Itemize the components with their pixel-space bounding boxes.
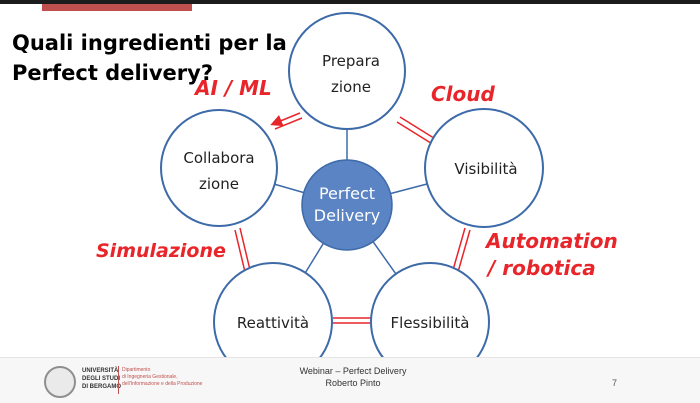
department-name: Dipartimento di Ingegneria Gestionale, d… (122, 367, 202, 388)
webinar-title: Webinar – Perfect Delivery (299, 366, 407, 376)
center-line-2: Delivery (314, 206, 380, 225)
connector-preparazione-visibilita (396, 116, 438, 146)
node-preparazione-line-1: Prepara (322, 52, 380, 70)
connector-flessibilita-reattivita (333, 317, 372, 324)
slide-title: Quali ingredienti per la Perfect deliver… (12, 28, 302, 88)
department-line-2: di Ingegneria Gestionale, (122, 374, 178, 380)
enabler-connectors (234, 112, 471, 324)
node-preparazione-line-2: zione (331, 78, 371, 96)
slide-footer: UNIVERSITÀ DEGLI STUDI DI BERGAMO Dipart… (0, 357, 700, 403)
node-collaborazione: Collabora zione (160, 109, 278, 227)
node-flessibilita: Flessibilità (370, 262, 490, 382)
top-bar (0, 0, 700, 4)
title-accent-bar (42, 4, 192, 11)
node-visibilita: Visibilità (424, 108, 544, 228)
slide-title-line-2: Perfect delivery? (12, 61, 213, 85)
connector-collaborazione-preparazione (270, 112, 303, 130)
university-name-line-1: UNIVERSITÀ (82, 368, 119, 374)
node-flessibilita-label: Flessibilità (391, 314, 470, 332)
node-visibilita-label: Visibilità (454, 160, 517, 178)
department-line-1: Dipartimento (122, 367, 151, 373)
enabler-ai-ml: AI / ML (195, 76, 272, 100)
university-seal-icon (44, 366, 76, 398)
department-line-3: dell'Informazione e della Produzione (122, 381, 203, 387)
enabler-cloud: Cloud (431, 82, 495, 106)
node-preparazione: Prepara zione (288, 12, 406, 130)
slide-title-line-1: Quali ingredienti per la (12, 31, 287, 55)
node-reattivita: Reattività (213, 262, 333, 382)
connector-reattivita-collaborazione (234, 227, 251, 273)
university-name-line-2: DEGLI STUDI (82, 376, 121, 382)
center-node: Perfect Delivery (301, 159, 393, 251)
enabler-automation-line-1: Automation (486, 229, 618, 253)
page-number: 7 (612, 378, 618, 388)
node-reattivita-label: Reattività (237, 314, 309, 332)
connector-visibilita-flessibilita (452, 227, 471, 273)
university-name: UNIVERSITÀ DEGLI STUDI DI BERGAMO (82, 367, 121, 391)
node-collaborazione-line-1: Collabora (183, 149, 254, 167)
presenter-name: Roberto Pinto (325, 378, 381, 388)
enabler-automation-line-2: / robotica (488, 256, 596, 280)
webinar-info: Webinar – Perfect Delivery Roberto Pinto (288, 365, 418, 389)
footer-divider (118, 366, 119, 394)
center-line-1: Perfect (319, 184, 375, 203)
node-collaborazione-line-2: zione (199, 175, 239, 193)
university-name-line-3: DI BERGAMO (82, 384, 121, 390)
enabler-simulazione: Simulazione (96, 240, 226, 262)
